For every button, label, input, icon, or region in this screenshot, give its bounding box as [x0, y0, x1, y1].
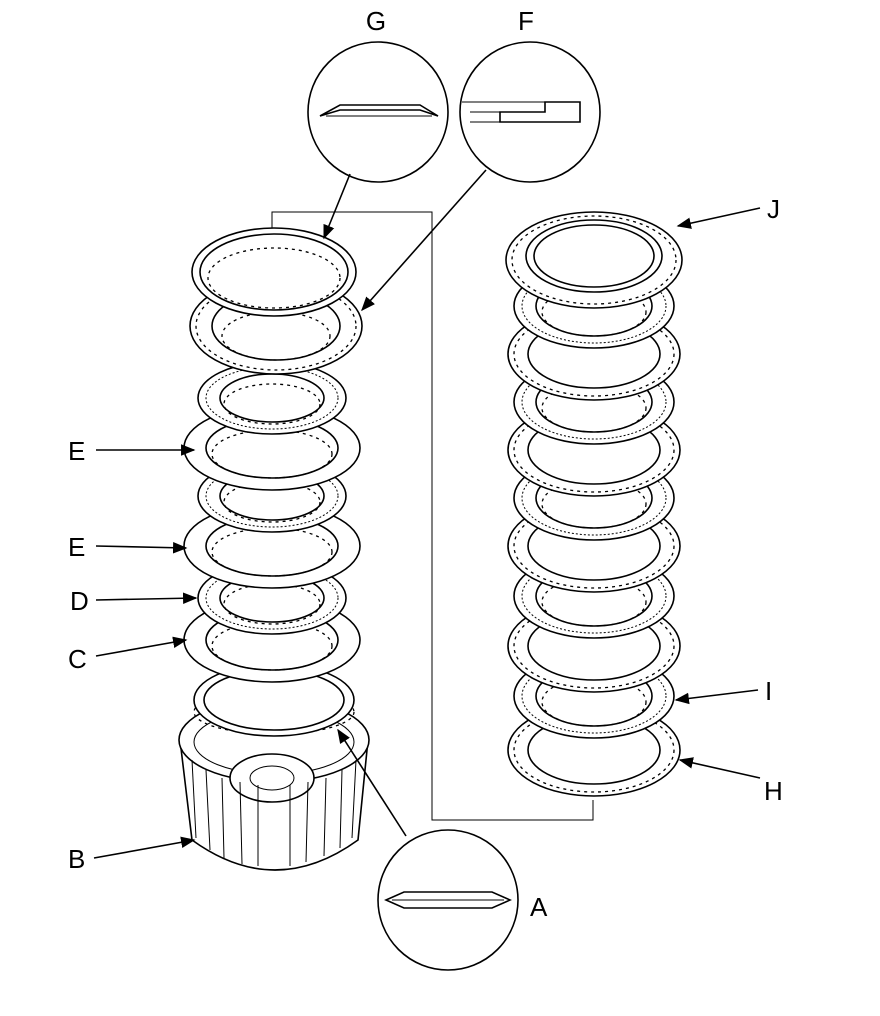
leader-arrows [93, 169, 761, 859]
label-A: A [530, 892, 548, 922]
arrow-H [678, 757, 761, 779]
label-B: B [68, 844, 85, 874]
stack-connector-line [271, 211, 594, 821]
friction-disc-top [197, 361, 347, 435]
part-labels: G F J E E D C I H B A [68, 6, 783, 922]
label-F: F [518, 6, 534, 36]
detail-circle-F [459, 41, 601, 183]
arrow-C [95, 636, 188, 657]
arrow-F [361, 169, 487, 312]
snap-ring-A [193, 663, 355, 737]
right-clutch-stack [505, 211, 683, 797]
detail-circle-A [377, 829, 519, 971]
right-plate-J [505, 211, 683, 309]
label-D: D [70, 586, 89, 616]
label-E-upper: E [68, 436, 85, 466]
label-J: J [767, 194, 780, 224]
arrow-G [323, 173, 351, 240]
arrow-B [93, 836, 196, 859]
label-I: I [765, 676, 772, 706]
label-E-lower: E [68, 532, 85, 562]
label-H: H [764, 776, 783, 806]
arrow-J [676, 207, 761, 229]
arrow-I [674, 689, 759, 705]
snap-ring-G [191, 227, 357, 317]
detail-circle-G [307, 41, 449, 183]
left-clutch-stack [178, 227, 370, 871]
arrow-D [95, 592, 198, 605]
label-C: C [68, 644, 87, 674]
label-G: G [366, 6, 386, 36]
arrow-E-lower [95, 541, 188, 554]
arrow-A [337, 728, 407, 837]
